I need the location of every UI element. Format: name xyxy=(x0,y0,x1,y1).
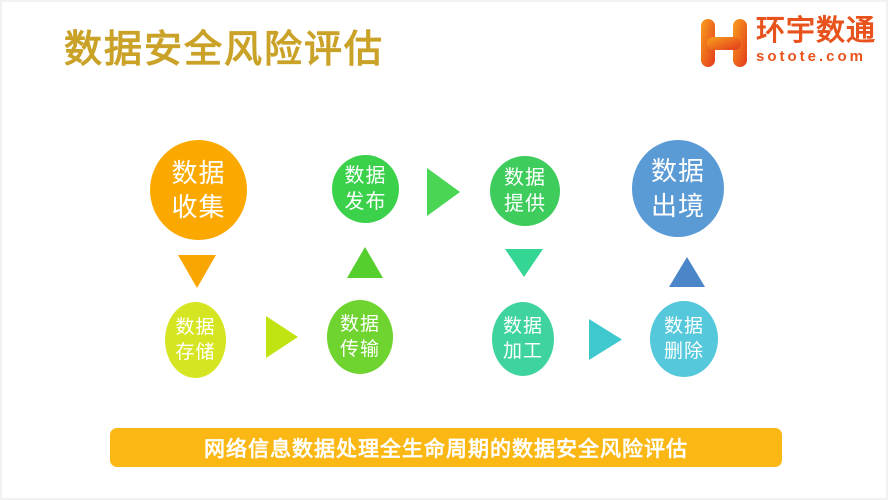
logo-company-name: 环宇数通 xyxy=(756,15,877,47)
node-data-export: 数据 出境 xyxy=(632,140,724,237)
node-label-line: 数据 xyxy=(502,315,543,337)
node-label-line: 收集 xyxy=(171,192,226,222)
page-title: 数据安全风险评估 xyxy=(64,29,385,71)
node-data-collect: 数据 收集 xyxy=(150,140,247,240)
node-label-line: 数据 xyxy=(171,157,226,188)
node-label-line: 存储 xyxy=(175,342,216,363)
node-label-line: 数据 xyxy=(650,156,705,187)
logo-text: 环宇数通 sotote.com xyxy=(756,15,877,65)
node-label-line: 数据 xyxy=(175,316,216,338)
node-label-line: 加工 xyxy=(502,341,543,362)
node-label-line: 数据 xyxy=(504,166,546,189)
flow-arrow-collect-to-storage xyxy=(178,255,216,288)
node-data-publish: 数据 发布 xyxy=(332,155,399,223)
node-data-provide: 数据 提供 xyxy=(490,156,560,226)
node-label-line: 传输 xyxy=(339,339,380,360)
flow-arrow-delete-to-export xyxy=(669,257,705,287)
flow-arrow-storage-to-transmit xyxy=(266,316,298,358)
node-label-line: 数据 xyxy=(339,313,380,335)
node-label-line: 数据 xyxy=(663,315,704,337)
node-data-storage: 数据 存储 xyxy=(165,302,226,378)
node-label-line: 删除 xyxy=(663,341,704,362)
node-data-delete: 数据 删除 xyxy=(650,301,718,377)
node-data-process: 数据 加工 xyxy=(492,302,554,376)
node-label-line: 数据 xyxy=(344,164,387,187)
flow-arrow-process-to-delete xyxy=(589,319,622,360)
flow-arrow-publish-to-provide xyxy=(427,168,460,216)
company-logo: 环宇数通 sotote.com xyxy=(699,17,876,69)
node-label-line: 出境 xyxy=(650,190,705,221)
logo-domain: sotote.com xyxy=(756,48,867,65)
flow-arrow-provide-to-process xyxy=(505,249,543,277)
node-label-line: 提供 xyxy=(504,193,546,215)
node-label-line: 发布 xyxy=(344,191,387,213)
h-logo-icon xyxy=(701,19,747,67)
flow-arrow-transmit-to-publish xyxy=(347,247,383,278)
banner: 网络信息数据处理全生命周期的数据安全风险评估 xyxy=(110,428,782,467)
node-data-transmit: 数据 传输 xyxy=(327,300,393,374)
